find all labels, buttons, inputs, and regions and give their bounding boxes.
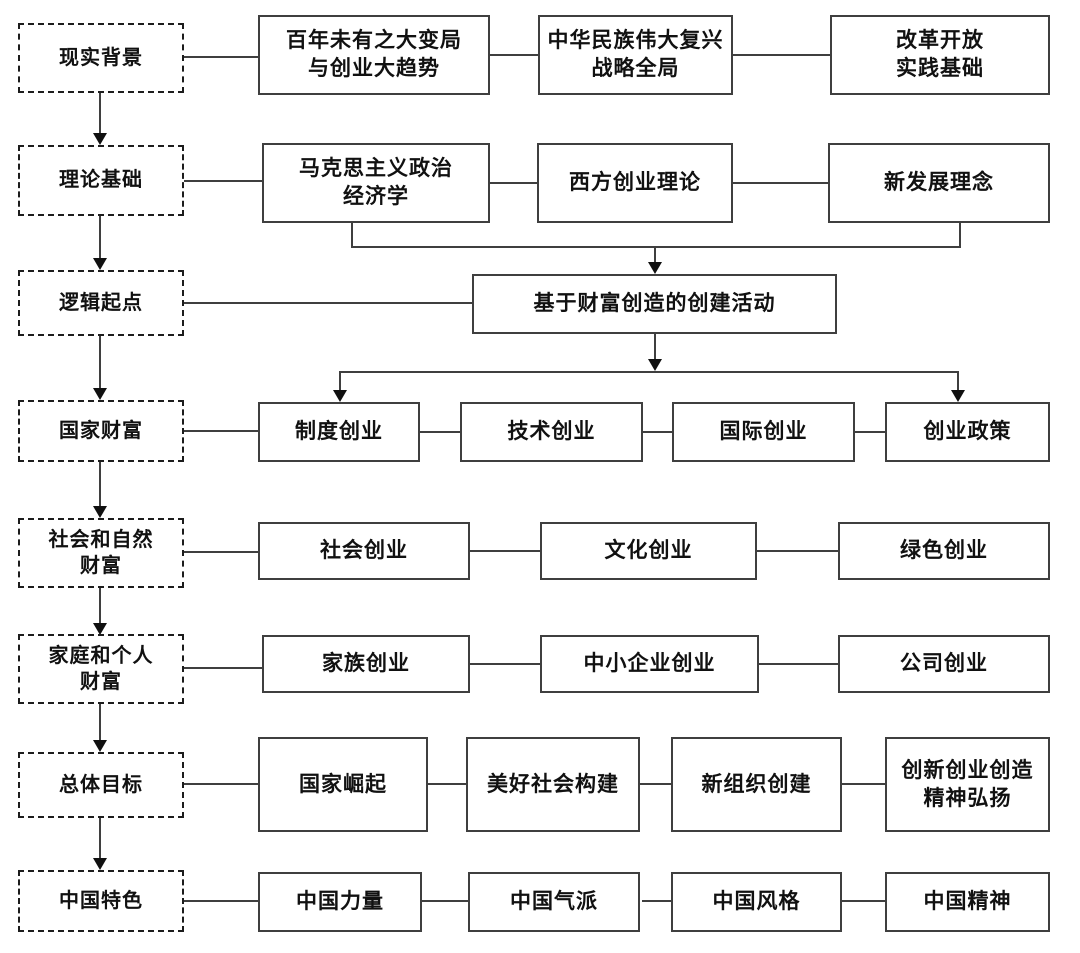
node-sme-entrepreneurship: 中小企业创业 [540,635,759,693]
node-western-entrepreneurship-theory: 西方创业理论 [537,143,733,223]
node-better-society: 美好社会构建 [466,737,640,832]
arrow-down-icon [333,390,347,402]
node-cultural-entrepreneurship: 文化创业 [540,522,757,580]
stage-social-natural-wealth: 社会和自然 财富 [18,518,184,588]
arrow-down-icon [648,262,662,274]
node-corporate-entrepreneurship: 公司创业 [838,635,1050,693]
arrow-down-icon [951,390,965,402]
node-china-spirit: 中国精神 [885,872,1050,932]
node-new-organization: 新组织创建 [671,737,842,832]
stage-chinese-characteristics: 中国特色 [18,870,184,932]
arrow-down-icon [93,858,107,870]
arrow-down-icon [93,623,107,635]
stage-overall-goal: 总体目标 [18,752,184,818]
left-column-arrows [93,93,107,870]
node-entrepreneurship-policy: 创业政策 [885,402,1050,462]
node-reform-opening: 改革开放 实践基础 [830,15,1050,95]
node-national-rejuvenation: 中华民族伟大复兴 战略全局 [538,15,733,95]
arrow-down-icon [93,506,107,518]
stage-logical-starting-point: 逻辑起点 [18,270,184,336]
node-international-entrepreneurship: 国际创业 [672,402,855,462]
stage-family-personal-wealth: 家庭和个人 财富 [18,634,184,704]
arrow-down-icon [648,359,662,371]
node-social-entrepreneurship: 社会创业 [258,522,470,580]
bracket-logic-to-wealth [333,334,965,402]
stage-reality-background: 现实背景 [18,23,184,93]
stage-national-wealth: 国家财富 [18,400,184,462]
arrow-down-icon [93,740,107,752]
node-china-manner: 中国气派 [468,872,640,932]
node-china-strength: 中国力量 [258,872,422,932]
node-marxist-political-economy: 马克思主义政治 经济学 [262,143,490,223]
node-great-changes: 百年未有之大变局 与创业大趋势 [258,15,490,95]
row-link-lines [184,54,885,902]
node-green-entrepreneurship: 绿色创业 [838,522,1050,580]
node-wealth-creation-activity: 基于财富创造的创建活动 [472,274,837,334]
node-innovation-spirit: 创新创业创造 精神弘扬 [885,737,1050,832]
node-new-development-concept: 新发展理念 [828,143,1050,223]
arrow-down-icon [93,388,107,400]
node-china-style: 中国风格 [671,872,842,932]
arrow-down-icon [93,133,107,145]
arrow-down-icon [93,258,107,270]
node-national-rise: 国家崛起 [258,737,428,832]
bracket-theory-to-logic [351,223,961,274]
stage-theoretical-basis: 理论基础 [18,145,184,216]
node-institutional-entrepreneurship: 制度创业 [258,402,420,462]
node-technological-entrepreneurship: 技术创业 [460,402,643,462]
node-family-entrepreneurship: 家族创业 [262,635,470,693]
